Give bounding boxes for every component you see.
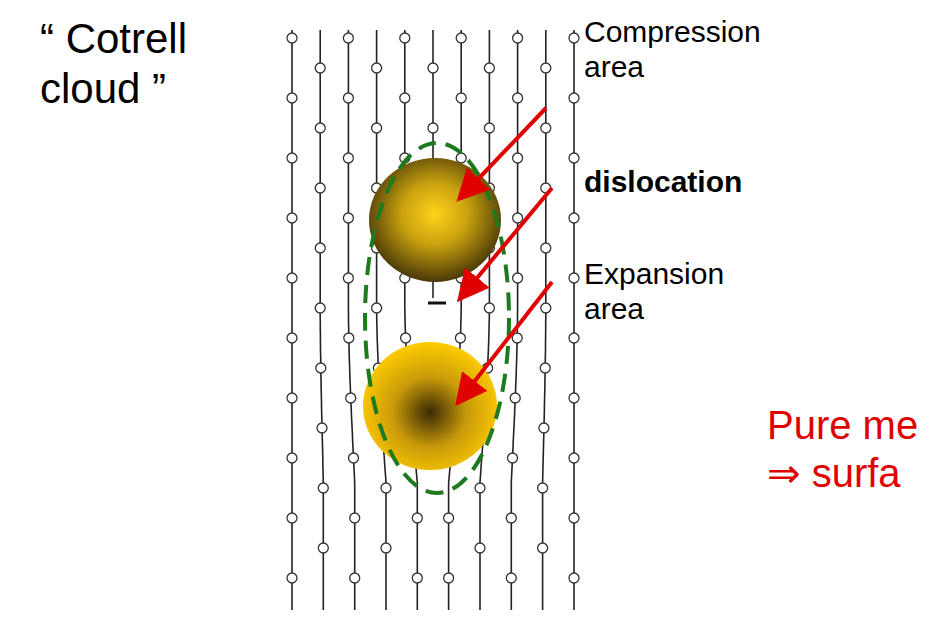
lattice-atom [317,423,327,433]
lattice-atom [506,513,516,523]
lattice-atom [540,363,550,373]
lattice-atom [346,393,356,403]
lattice-atom [569,93,579,103]
lattice-atom [315,303,325,313]
lattice-atom [287,273,297,283]
lattice-planes [287,30,579,610]
lattice-atom [343,33,353,43]
lattice-atom [344,333,354,343]
lattice-plane [543,30,546,610]
figure-title: “ Cotrell cloud ” [40,14,250,113]
lattice-atom [400,93,410,103]
lattice-atom [475,543,485,553]
lattice-atom [569,573,579,583]
lattice-atom [569,393,579,403]
note-text: Pure me [767,402,935,449]
lattice-atom [539,423,549,433]
lattice-atom [456,153,466,163]
lattice-atom [372,123,382,133]
lattice-atom [541,303,551,313]
lattice-atom [316,363,326,373]
lattice-atom [444,573,454,583]
lattice-atom [569,333,579,343]
lattice-atom [512,333,522,343]
lattice-atom [287,33,297,43]
lattice-atom [287,573,297,583]
lattice-atom [513,93,523,103]
region-label: Compression area [584,14,784,85]
lattice-atom [569,153,579,163]
leader-arrow [462,108,546,196]
lattice-atom [412,513,422,523]
lattice-atom [513,33,523,43]
lattice-atom [315,63,325,73]
lattice-atom [318,543,328,553]
lattice-atom [569,513,579,523]
lattice-atom [349,453,359,463]
defect-label: dislocation [584,164,804,199]
leader-arrow [460,282,552,400]
region-label: Expansion area [584,256,784,327]
lattice-atom [541,63,551,73]
lattice-atom [343,213,353,223]
lattice-atom [343,93,353,103]
lattice-atom [541,123,551,133]
lattice-atom [372,63,382,73]
lattice-atom [569,33,579,43]
lattice-atom [508,453,518,463]
lattice-atom [315,183,325,193]
lattice-atom [343,273,353,283]
lattice-atom [538,483,548,493]
lattice-atom [569,273,579,283]
lattice-atom [538,543,548,553]
lattice-atom [475,483,485,493]
lattice-atom [315,243,325,253]
cotrell-cloud-outline [365,143,509,493]
lattice-atom [541,243,551,253]
note-text: ⇒ surfa [767,450,935,497]
lattice-atom [484,123,494,133]
lattice-atom [287,93,297,103]
lattice-atom [287,153,297,163]
lattice-atom [350,573,360,583]
lattice-atom [428,123,438,133]
lattice-atom [287,453,297,463]
lattice-atom [569,213,579,223]
lattice-atom [343,153,353,163]
leader-arrow [462,188,552,296]
lattice-atom [444,513,454,523]
lattice-atom [513,213,523,223]
lattice-atom [350,513,360,523]
expansion-zone [363,342,497,470]
lattice-atom [401,333,411,343]
lattice-atom [400,33,410,43]
lattice-atom [456,93,466,103]
lattice-plane [320,30,323,610]
lattice-atom [287,393,297,403]
lattice-atom [513,153,523,163]
lattice-atom [456,33,466,43]
lattice-atom [484,63,494,73]
lattice-atom [381,483,391,493]
lattice-atom [506,573,516,583]
lattice-plane [377,30,386,610]
lattice-atom [315,123,325,133]
lattice-atom [318,483,328,493]
lattice-atom [287,333,297,343]
lattice-atom [455,333,465,343]
lattice-atom [412,573,422,583]
lattice-atom [569,453,579,463]
lattice-atom [484,303,494,313]
lattice-atom [381,543,391,553]
lattice-atom [287,213,297,223]
lattice-atom [510,393,520,403]
lattice-atom [287,513,297,523]
dislocation-mark [428,302,446,305]
lattice-atom [372,303,382,313]
lattice-atom [513,273,523,283]
lattice-atom [428,63,438,73]
lattice-plane [480,30,489,610]
